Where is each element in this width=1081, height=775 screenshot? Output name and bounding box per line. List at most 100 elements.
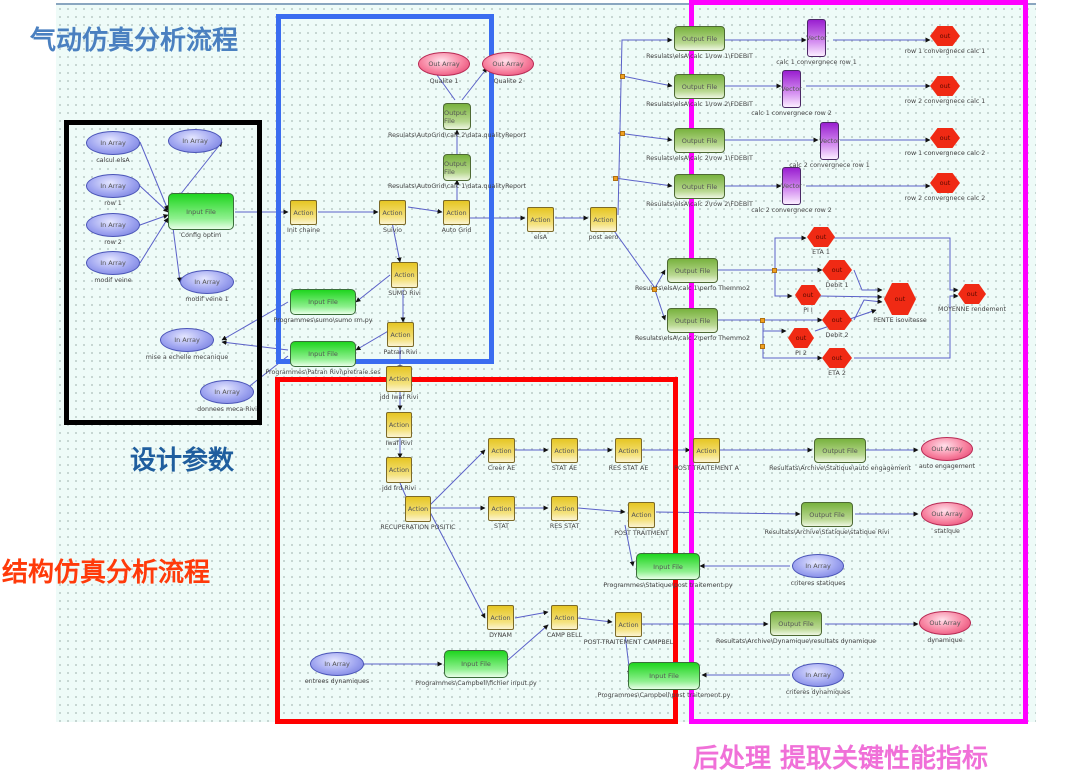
node-vec-c2r1[interactable]: Vector xyxy=(819,122,840,160)
node-dynamique[interactable]: Out Array xyxy=(919,611,971,635)
node-mise-echelle[interactable]: In Array xyxy=(160,328,214,352)
node-eta2[interactable]: out xyxy=(822,348,852,368)
node-caption: row 2 convergnece calc 1 xyxy=(904,98,986,105)
node-qr2[interactable]: Output File xyxy=(443,103,471,130)
node-suivio[interactable]: Action xyxy=(379,200,406,225)
node-type-label: Output File xyxy=(444,108,467,125)
node-of-c1r1[interactable]: Output File xyxy=(674,26,725,51)
node-entrees-dyn[interactable]: In Array xyxy=(310,652,364,676)
node-caption: modif veine 1 xyxy=(185,296,229,303)
node-res-stat[interactable]: Action xyxy=(551,496,578,521)
node-elsa[interactable]: Action xyxy=(527,207,554,232)
node-init-chaine[interactable]: Action xyxy=(290,200,317,225)
node-statique-file[interactable]: Output File xyxy=(801,502,853,527)
junction-point[interactable] xyxy=(620,74,625,79)
node-type-label: Action xyxy=(293,208,314,217)
node-creer-ae[interactable]: Action xyxy=(488,438,515,463)
node-caption: POST TRAITMENT xyxy=(614,530,669,537)
node-post-traitement-a[interactable]: Action xyxy=(693,438,720,463)
node-jdd-waf[interactable]: Action xyxy=(386,366,412,392)
node-qualite2[interactable]: Out Array xyxy=(482,52,534,76)
node-of-c1r2[interactable]: Output File xyxy=(674,74,725,99)
node-of-c2r1[interactable]: Output File xyxy=(674,128,725,153)
node-recuperation[interactable]: Action xyxy=(405,496,431,522)
node-auto-grid[interactable]: Action xyxy=(443,200,470,225)
node-of-c2r2[interactable]: Output File xyxy=(674,174,725,199)
node-caption: POST TRAITEMENT A xyxy=(674,465,739,472)
node-type-label: Output File xyxy=(674,266,711,275)
node-vec-c1r1[interactable]: Vector xyxy=(806,19,827,57)
node-moyenne[interactable]: out xyxy=(958,284,986,304)
node-stat-ae[interactable]: Action xyxy=(551,438,578,463)
node-type-label: Input File xyxy=(308,298,338,306)
node-caption: Iwaf Rivi xyxy=(385,440,413,447)
junction-point[interactable] xyxy=(652,287,657,292)
node-dynam[interactable]: Action xyxy=(487,605,514,630)
node-caption: PI 2 xyxy=(795,350,807,357)
node-post-traitment[interactable]: Action xyxy=(628,502,655,528)
node-debit2[interactable]: out xyxy=(822,310,852,330)
node-type-label: In Array xyxy=(214,388,240,396)
node-dyn-file[interactable]: Output File xyxy=(770,611,822,636)
node-in-array-top[interactable]: In Array xyxy=(168,129,222,153)
node-caption: calc 2 convergnece row 2 xyxy=(751,207,832,214)
node-patran-rivi[interactable]: Action xyxy=(387,322,414,347)
node-perfo1[interactable]: Output File xyxy=(667,258,718,283)
node-type-label: out xyxy=(802,291,814,299)
node-eta1[interactable]: out xyxy=(807,227,835,247)
junction-point[interactable] xyxy=(620,131,625,136)
node-debit1[interactable]: out xyxy=(822,260,852,280)
node-criteres-stat[interactable]: In Array xyxy=(792,554,844,578)
node-pi1[interactable]: out xyxy=(795,285,821,305)
node-type-label: Out Array xyxy=(492,60,524,68)
node-statique-py[interactable]: Input File xyxy=(636,553,700,580)
node-jdd-frd[interactable]: Action xyxy=(386,457,412,483)
node-fichier-input[interactable]: Input File xyxy=(444,650,508,678)
node-perfo2[interactable]: Output File xyxy=(667,308,718,333)
node-sumo-py[interactable]: Input File xyxy=(290,289,356,315)
node-statique[interactable]: Out Array xyxy=(921,502,973,526)
node-iwaf[interactable]: Action xyxy=(386,412,412,438)
node-row1[interactable]: In Array xyxy=(86,174,140,198)
node-campbell-py[interactable]: Input File xyxy=(628,662,700,690)
node-modif-veine1[interactable]: In Array xyxy=(180,270,234,294)
node-type-label: Action xyxy=(407,505,429,513)
node-type-label: Vector xyxy=(806,34,827,42)
node-campbell[interactable]: Action xyxy=(551,605,578,630)
node-type-label: out xyxy=(831,266,843,274)
junction-point[interactable] xyxy=(760,344,765,349)
node-auto-eng[interactable]: Out Array xyxy=(921,437,973,461)
node-config-optim[interactable]: Input File xyxy=(168,193,234,230)
node-vec-c2r2[interactable]: Vector xyxy=(781,167,802,205)
node-sumo-rivi[interactable]: Action xyxy=(391,262,418,288)
node-type-label: Vector xyxy=(819,137,840,145)
node-modif-veine[interactable]: In Array xyxy=(86,251,140,275)
junction-point[interactable] xyxy=(772,268,777,273)
node-type-label: In Array xyxy=(100,139,126,147)
node-stat[interactable]: Action xyxy=(488,496,515,521)
node-post-aero[interactable]: Action xyxy=(590,207,617,232)
node-res-stat-ae[interactable]: Action xyxy=(615,438,642,463)
node-type-label: out xyxy=(966,290,978,298)
node-qualite1[interactable]: Out Array xyxy=(418,52,470,76)
node-out-r2c2[interactable]: out xyxy=(930,173,960,193)
node-out-r2c1[interactable]: out xyxy=(930,76,960,96)
node-row2[interactable]: In Array xyxy=(86,213,140,237)
junction-point[interactable] xyxy=(613,176,618,181)
node-out-r1c1[interactable]: out xyxy=(930,26,960,46)
node-auto-eng-file[interactable]: Output File xyxy=(814,438,866,463)
node-out-r1c2[interactable]: out xyxy=(930,128,960,148)
node-calcul-elsa[interactable]: In Array xyxy=(86,131,140,155)
node-donnees-meca[interactable]: In Array xyxy=(200,380,254,404)
node-type-label: In Array xyxy=(182,137,208,145)
node-pi2[interactable]: out xyxy=(788,328,814,348)
node-patran-ses[interactable]: Input File xyxy=(290,341,356,367)
node-post-campbell[interactable]: Action xyxy=(615,612,642,637)
post-processing-caption: 后处理 提取关键性能指标 xyxy=(693,744,989,774)
node-qr1[interactable]: Output File xyxy=(443,154,471,181)
junction-point[interactable] xyxy=(760,318,765,323)
node-criteres-dyn[interactable]: In Array xyxy=(792,663,844,687)
node-caption: Config optim xyxy=(180,232,222,239)
node-vec-c1r2[interactable]: Vector xyxy=(781,70,802,108)
node-caption: MOYENNE rendement xyxy=(938,306,1006,313)
